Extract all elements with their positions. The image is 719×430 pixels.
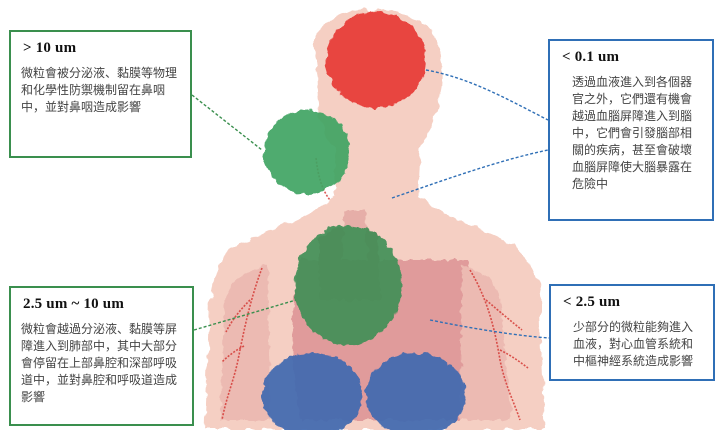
callout-coarse-text: 微粒會被分泌液、黏膜等物理和化學性防禦機制留在鼻咽中，並對鼻咽造成影響 bbox=[21, 65, 180, 116]
callout-fine: 2.5 um ~ 10 um 微粒會越過分泌液、黏膜等屏障進入到肺部中，其中大部… bbox=[9, 286, 194, 426]
callout-ultrafine-text: 透過血液進入到各個器官之外，它們還有機會越過血腦屏障進入到腦中，它們會引發腦部相… bbox=[560, 74, 702, 193]
chest-particle bbox=[294, 225, 402, 345]
connector-coarse bbox=[192, 95, 262, 150]
callout-coarse-title: > 10 um bbox=[23, 40, 180, 57]
callout-pm25-title: < 2.5 um bbox=[563, 294, 703, 311]
callout-ultrafine: < 0.1 um 透過血液進入到各個器官之外，它們還有機會越過血腦屏障進入到腦中… bbox=[548, 39, 714, 221]
connector-ultrafine-a bbox=[426, 70, 548, 120]
callout-ultrafine-title: < 0.1 um bbox=[562, 49, 702, 66]
neck-particle bbox=[264, 110, 350, 194]
callout-fine-title: 2.5 um ~ 10 um bbox=[23, 296, 182, 313]
callout-coarse: > 10 um 微粒會被分泌液、黏膜等物理和化學性防禦機制留在鼻咽中，並對鼻咽造… bbox=[9, 30, 192, 158]
callout-pm25-text: 少部分的微粒能夠進入血液，對心血管系統和中樞神經系統造成影響 bbox=[561, 319, 703, 370]
head-particle bbox=[326, 12, 426, 108]
callout-fine-text: 微粒會越過分泌液、黏膜等屏障進入到肺部中，其中大部分會停留在上部鼻腔和深部呼吸道… bbox=[21, 321, 182, 406]
callout-pm25: < 2.5 um 少部分的微粒能夠進入血液，對心血管系統和中樞神經系統造成影響 bbox=[549, 284, 715, 381]
